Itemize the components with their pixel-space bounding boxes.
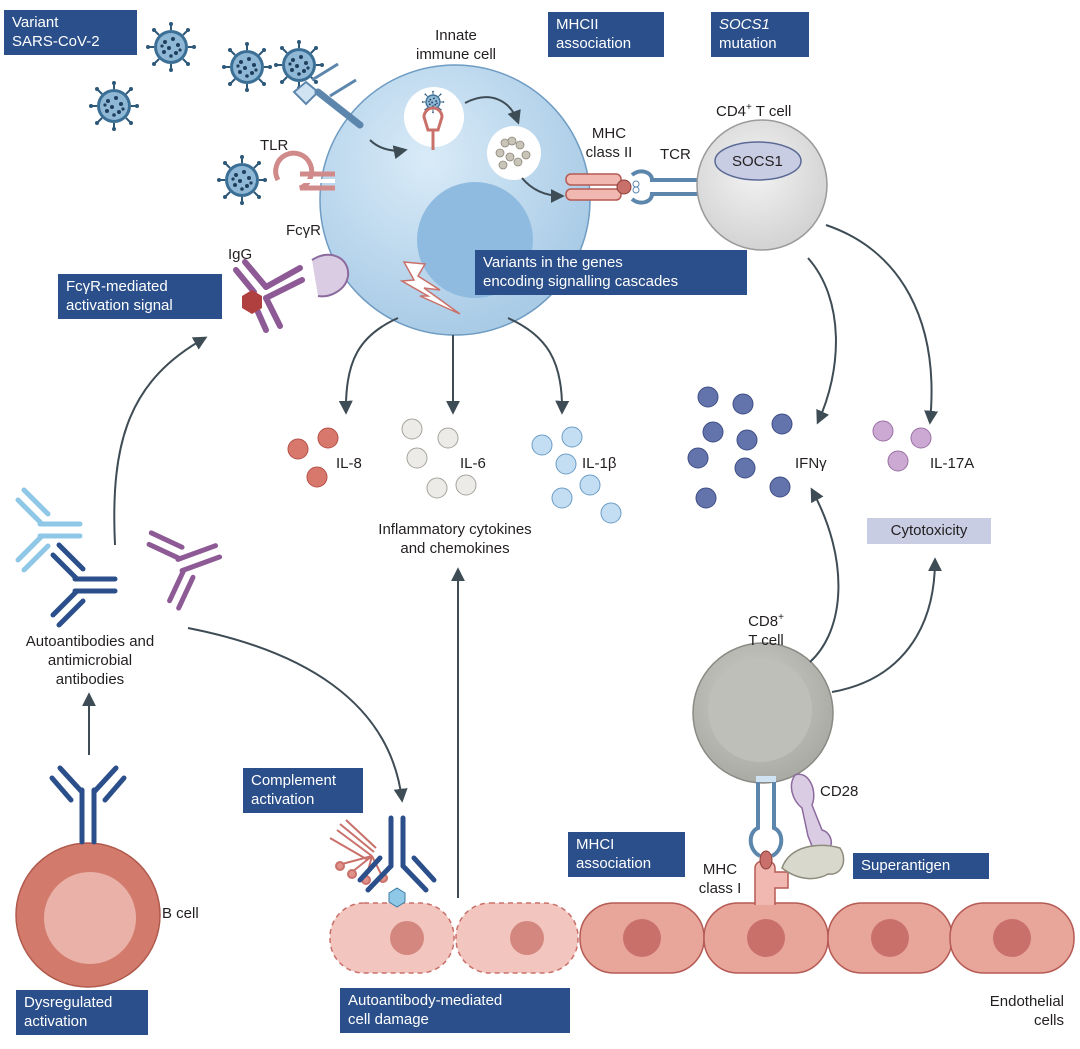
autoantibody-icon [357,815,437,893]
fcgr-label: FcγR [286,222,321,239]
il17a-molecules [872,420,932,472]
cd28-icon [790,773,832,853]
ifng-label: IFNγ [795,455,827,472]
virus-icon [216,154,268,206]
tcr-icon [630,169,700,205]
arrow [807,257,837,425]
b-cell [15,842,161,988]
socs1-label: SOCS1 [732,153,783,170]
endosome-tlr-icon [421,90,445,150]
endothelial-cell [827,902,953,974]
superantigen-icon [781,844,845,880]
arrow [521,177,565,203]
antibody-icon [146,514,232,610]
tlr-receptor-icon [273,150,335,191]
arrow [464,96,521,125]
ifng-molecules [687,386,793,509]
virus-icon [145,21,197,73]
antigen-icon [242,290,262,314]
damaged-endothelial-cell [455,902,579,974]
il6-molecules [401,418,477,499]
b-cell-receptor-icon [49,765,127,845]
lightning-icon [399,261,461,315]
endothelial-cell [949,902,1075,974]
tcr-icon [748,776,784,858]
virus-icon [88,80,140,132]
complement-icon [329,819,388,885]
mhc-class-i-icon [754,850,789,905]
igg-antibody-icon [233,259,305,333]
arrow [369,139,408,160]
igg-label: IgG [228,246,253,263]
tcr-label: TCR [660,146,691,163]
damaged-endothelial-cell [329,902,455,974]
pattern-receptor-icon [292,62,364,129]
b-cell-label: B cell [162,905,199,922]
cd4-t-cell-label: CD4+ T cell [716,102,792,121]
virus-icon [221,41,273,93]
arrow [831,557,942,693]
endothelial-cell [703,902,829,974]
cd4-t-cell [696,119,828,251]
mhc-class-ii-icon [565,173,632,201]
peptide-fragments-icon [495,136,531,170]
arrow [825,224,939,425]
cd8-t-cell [692,642,834,784]
tlr-label: TLR [260,137,289,154]
superantigen-box: Superantigen [853,853,989,879]
arrow [338,317,399,415]
arrow [809,487,840,663]
il8-label: IL-8 [336,455,362,472]
il1b-molecules [531,426,622,524]
il1b-label: IL-1β [582,455,617,472]
il8-molecules [287,427,339,488]
antigen-icon [388,887,406,908]
cd28-label: CD28 [820,783,859,800]
arrow [507,317,570,415]
antibody-icon [53,545,115,625]
endothelial-cell [579,902,705,974]
cd8-t-cell-label: CD8+T cell [748,612,784,650]
fcgr-receptor-icon [311,253,350,298]
il17a-label: IL-17A [930,455,975,472]
il6-label: IL-6 [460,455,486,472]
cytotoxicity-box: Cytotoxicity [867,518,991,544]
arrow [113,336,208,546]
arrow [187,627,408,803]
virus-icon [273,39,325,91]
